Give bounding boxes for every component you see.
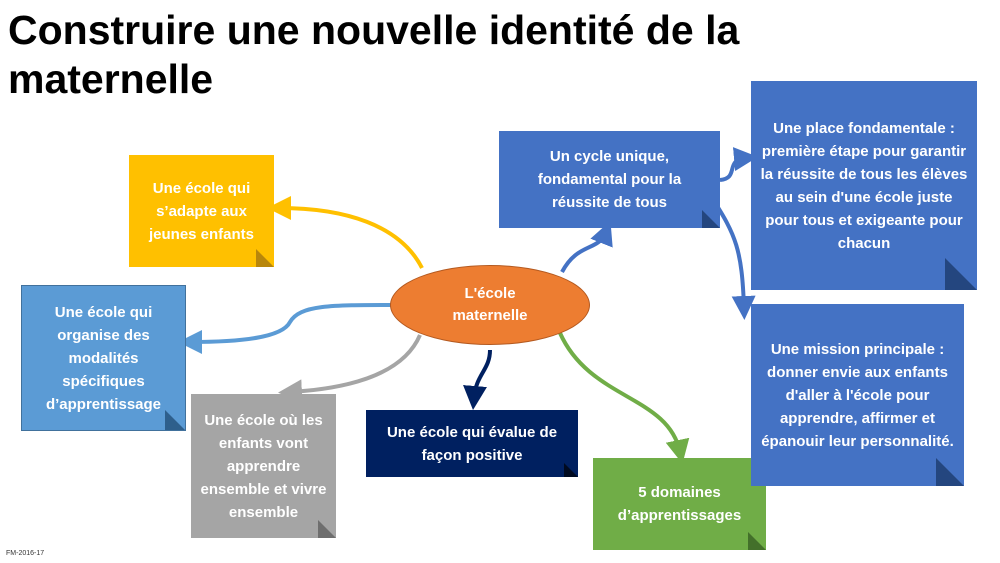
note-mission: Une mission principale : donner envie au…: [751, 304, 964, 486]
note-evalue: Une école qui évalue de façon positive: [366, 410, 578, 477]
note-fold: [936, 458, 964, 486]
note-fold: [702, 210, 720, 228]
arrow-to-adapte: [267, 196, 424, 269]
note-mission-text: Une mission principale : donner envie au…: [761, 340, 954, 450]
note-ensemble: Une école où les enfants vont apprendre …: [191, 394, 336, 538]
note-cycle-text: Un cycle unique, fondamental pour la réu…: [537, 148, 682, 211]
note-fold: [564, 463, 578, 477]
note-ensemble-text: Une école où les enfants vont apprendre …: [200, 411, 327, 521]
note-adapte: Une école qui s’adapte aux jeunes enfant…: [129, 155, 274, 267]
center-ellipse: L'école maternelle: [390, 265, 590, 345]
arrow-to-ensemble: [278, 334, 422, 404]
arrow-to-organise: [178, 303, 394, 354]
note-domaines-text: 5 domaines d’apprentissages: [617, 484, 742, 524]
note-domaines: 5 domaines d’apprentissages: [593, 458, 766, 550]
note-cycle: Un cycle unique, fondamental pour la réu…: [499, 131, 720, 228]
arrow-to-domaines: [558, 332, 690, 464]
note-evalue-text: Une école qui évalue de façon positive: [386, 423, 558, 464]
arrow-to-cycle: [560, 220, 613, 273]
note-fold: [945, 258, 977, 290]
center-label: L'école maternelle: [452, 285, 528, 324]
arrow-to-place: [719, 147, 758, 182]
page-title: Construire une nouvelle identité de la m…: [8, 7, 740, 102]
arrow-to-evalue: [463, 349, 492, 410]
note-fold: [256, 249, 274, 267]
note-organise-text: Une école qui organise des modalités spé…: [45, 303, 162, 413]
note-fold: [318, 520, 336, 538]
note-fold: [165, 410, 185, 430]
footer-code: FM-2016-17: [6, 550, 45, 557]
note-adapte-text: Une école qui s’adapte aux jeunes enfant…: [148, 179, 255, 243]
note-fold: [748, 532, 766, 550]
note-organise: Une école qui organise des modalités spé…: [21, 285, 186, 431]
note-place-text: Une place fondamentale : première étape …: [760, 119, 968, 252]
note-place: Une place fondamentale : première étape …: [751, 81, 977, 290]
